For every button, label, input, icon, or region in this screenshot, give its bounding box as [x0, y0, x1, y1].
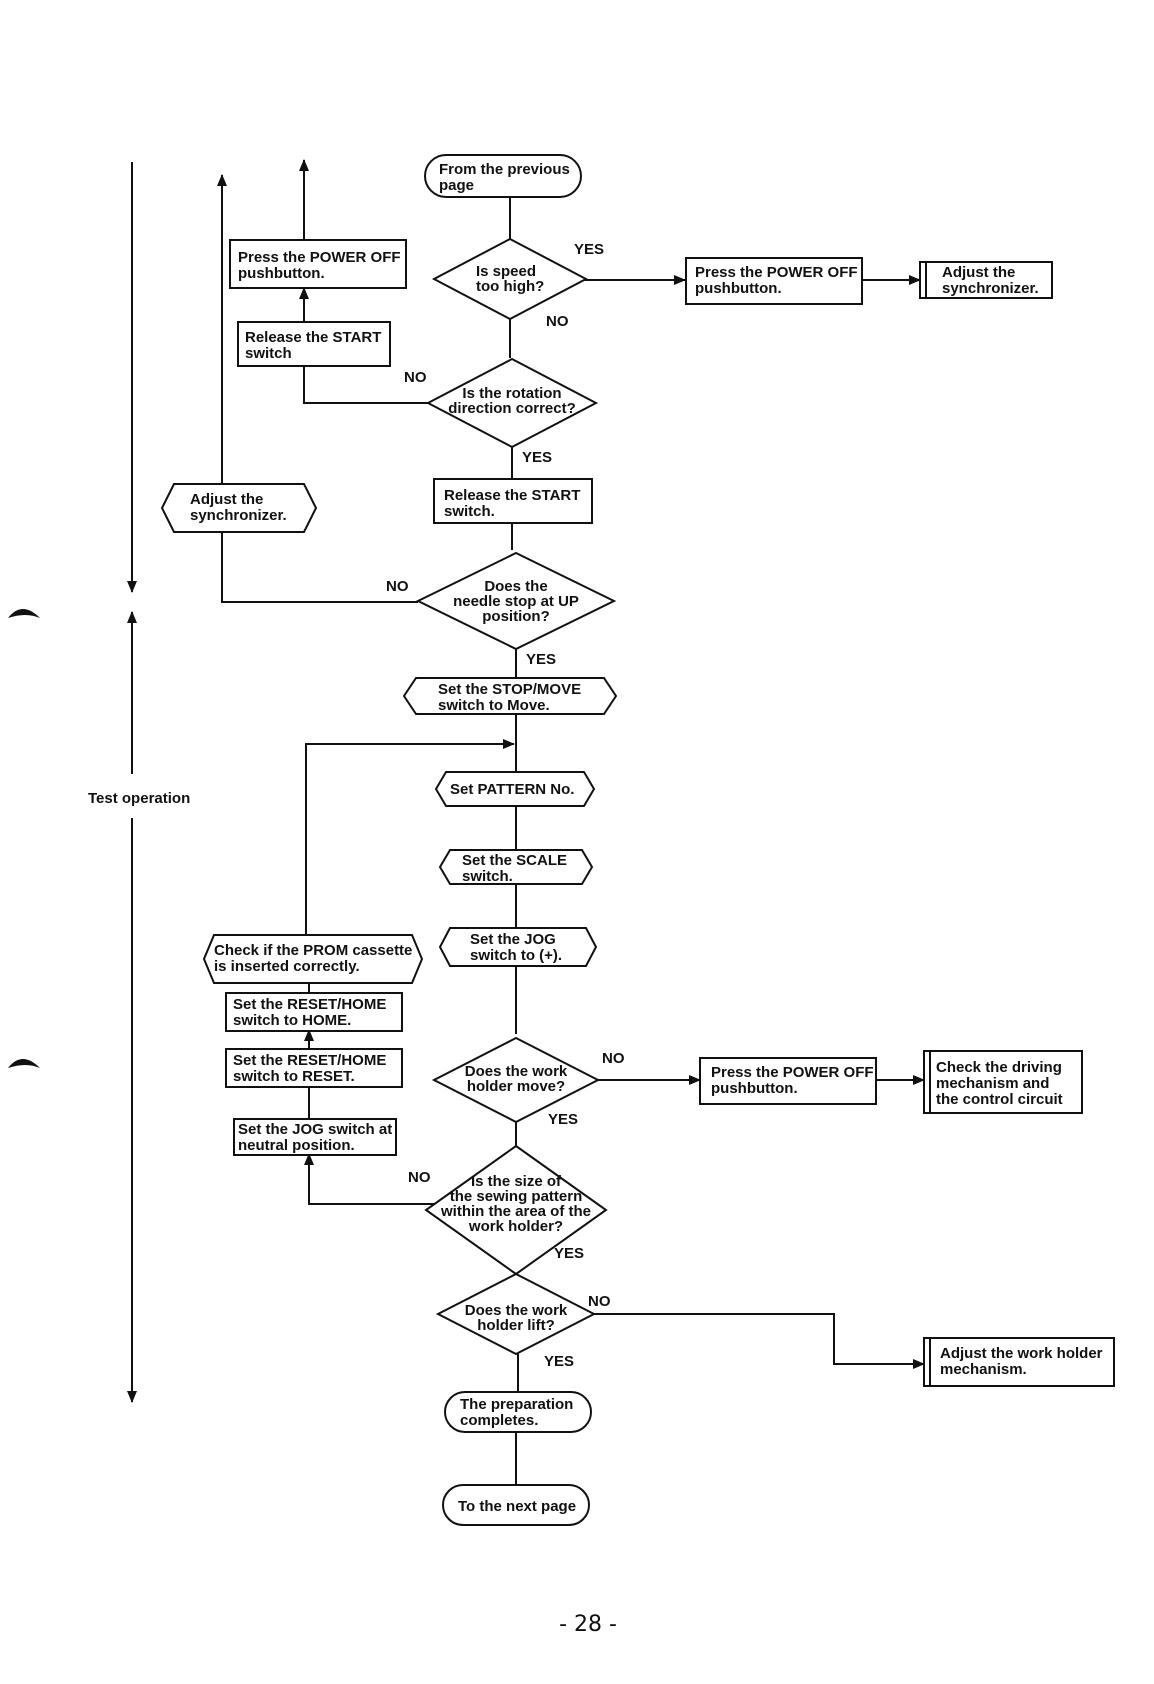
manual-op-jog-plus-text: Set the JOG [470, 931, 556, 948]
decision-needle-text: Does the [484, 578, 547, 595]
decision-needle-text: position? [482, 608, 550, 625]
decision-needle [415, 551, 617, 651]
decision-needle-text: needle stop at UP [453, 593, 579, 610]
process-release-start-left-text: switch [245, 345, 292, 362]
branch-label-speed-no: NO [546, 313, 569, 330]
process-jog-neutral-text: neutral position. [238, 1137, 355, 1154]
predefined-adjust-sync-right-text: Adjust the [942, 264, 1015, 281]
decision-holder-move-text: Does the work [465, 1063, 568, 1080]
process-reset-reset [225, 1048, 403, 1088]
terminal-end-text: To the next page [458, 1498, 576, 1515]
page-number: - 28 - [559, 1612, 617, 1637]
manual-op-adjust-sync-left [160, 483, 318, 533]
manual-op-adjust-sync-left-text: Adjust the [190, 491, 263, 508]
manual-op-adjust-sync-left-text: synchronizer. [190, 507, 287, 524]
process-power-off-left [229, 239, 407, 289]
process-power-off-left-text: pushbutton. [238, 265, 325, 282]
process-release-start-left-text: Release the START [245, 329, 381, 346]
connector-lines [127, 159, 925, 1486]
decision-holder-lift-text: Does the work [465, 1302, 568, 1319]
process-reset-reset-text: Set the RESET/HOME [233, 1052, 386, 1069]
branch-label-holder-move-yes: YES [548, 1111, 578, 1128]
manual-op-stop-move [402, 677, 618, 715]
process-release-start-center [433, 478, 593, 524]
process-jog-neutral-text: Set the JOG switch at [238, 1121, 392, 1138]
margin-mark [8, 609, 40, 618]
terminal-start [424, 154, 582, 198]
terminal-start-text: page [439, 177, 474, 194]
manual-op-pattern-no-text: Set PATTERN No. [450, 781, 574, 798]
process-power-off-right-2 [699, 1057, 877, 1105]
decision-pattern-size-text: within the area of the [440, 1203, 591, 1220]
branch-label-rotation-yes: YES [522, 449, 552, 466]
margin-mark [8, 1059, 40, 1068]
process-reset-home [225, 992, 403, 1032]
decision-holder-move-text: holder move? [467, 1078, 565, 1095]
decision-speed-text: too high? [476, 278, 544, 295]
process-power-off-left-text: Press the POWER OFF [238, 249, 401, 266]
process-power-off-right-1-text: pushbutton. [695, 280, 782, 297]
decision-holder-lift [435, 1272, 597, 1356]
decision-holder-move [431, 1036, 601, 1124]
decision-speed [431, 237, 589, 321]
terminal-prep-complete [444, 1391, 592, 1433]
predefined-adjust-holder [923, 1337, 1115, 1387]
terminal-end [442, 1484, 590, 1526]
manual-op-jog-plus-text: switch to (+). [470, 947, 562, 964]
terminal-prep-complete-text: The preparation [460, 1396, 573, 1413]
branch-label-pattern-yes: YES [554, 1245, 584, 1262]
predefined-check-driving [923, 1050, 1083, 1114]
manual-op-check-prom-text: is inserted correctly. [214, 958, 360, 975]
branch-label-needle-no: NO [386, 578, 409, 595]
process-reset-reset-text: switch to RESET. [233, 1068, 355, 1085]
predefined-check-driving-text: mechanism and [936, 1075, 1049, 1092]
manual-op-stop-move-text: Set the STOP/MOVE [438, 681, 581, 698]
decision-rotation [425, 357, 599, 449]
predefined-check-driving-text: the control circuit [936, 1091, 1063, 1108]
process-power-off-right-1-text: Press the POWER OFF [695, 264, 858, 281]
branch-label-speed-yes: YES [574, 241, 604, 258]
decision-rotation-text: direction correct? [448, 400, 576, 417]
process-reset-home-text: Set the RESET/HOME [233, 996, 386, 1013]
manual-op-jog-plus [438, 927, 598, 967]
branch-label-lift-no: NO [588, 1293, 611, 1310]
branch-label-rotation-no: NO [404, 369, 427, 386]
predefined-check-driving-text: Check the driving [936, 1059, 1062, 1076]
process-jog-neutral [233, 1118, 397, 1156]
branch-label-pattern-no: NO [408, 1169, 431, 1186]
manual-op-scale-text: switch. [462, 868, 513, 885]
process-power-off-right-1 [685, 257, 863, 305]
decision-rotation-text: Is the rotation [462, 385, 561, 402]
decision-holder-lift-text: holder lift? [477, 1317, 555, 1334]
predefined-adjust-sync-right [919, 261, 1053, 299]
predefined-adjust-sync-right-text: synchronizer. [942, 280, 1039, 297]
decision-speed-text: Is speed [476, 263, 536, 280]
process-release-start-center-text: switch. [444, 503, 495, 520]
manual-op-scale [438, 849, 594, 885]
manual-op-pattern-no [434, 771, 596, 807]
branch-label-needle-yes: YES [526, 651, 556, 668]
process-power-off-right-2-text: Press the POWER OFF [711, 1064, 874, 1081]
side-label: Test operation [88, 790, 190, 807]
manual-op-check-prom [202, 934, 424, 984]
decision-pattern-size-text: work holder? [468, 1218, 563, 1235]
predefined-adjust-holder-text: mechanism. [940, 1361, 1027, 1378]
process-release-start-left [237, 321, 391, 367]
branch-label-lift-yes: YES [544, 1353, 574, 1370]
process-release-start-center-text: Release the START [444, 487, 580, 504]
process-reset-home-text: switch to HOME. [233, 1012, 351, 1029]
manual-op-scale-text: Set the SCALE [462, 852, 567, 869]
terminal-prep-complete-text: completes. [460, 1412, 538, 1429]
predefined-adjust-holder-text: Adjust the work holder [940, 1345, 1103, 1362]
decision-pattern-size-text: Is the size of [471, 1173, 562, 1190]
terminal-start-text: From the previous [439, 161, 570, 178]
process-power-off-right-2-text: pushbutton. [711, 1080, 798, 1097]
manual-op-stop-move-text: switch to Move. [438, 697, 550, 714]
branch-label-holder-move-no: NO [602, 1050, 625, 1067]
decision-pattern-size-text: the sewing pattern [450, 1188, 583, 1205]
manual-op-check-prom-text: Check if the PROM cassette [214, 942, 412, 959]
